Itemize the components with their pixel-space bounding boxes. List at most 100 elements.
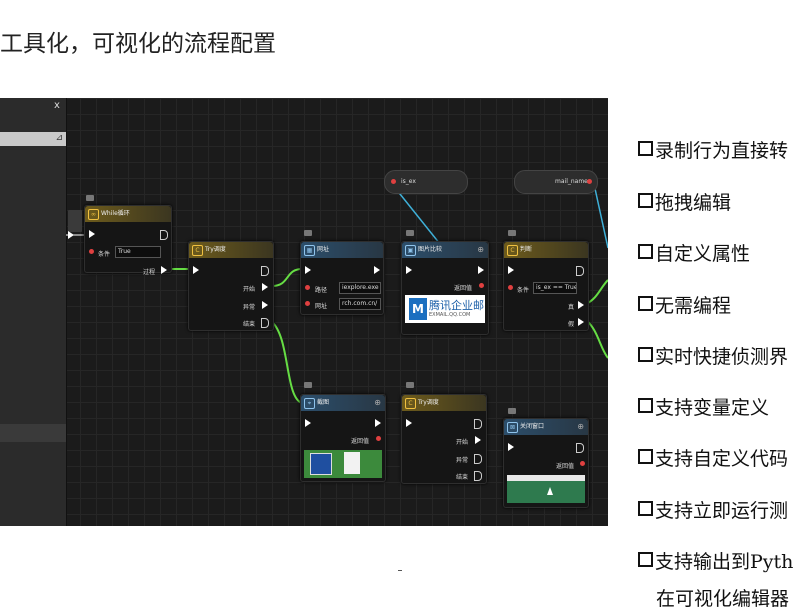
exec-in-pin[interactable] bbox=[406, 419, 412, 427]
var-mail-name-pin[interactable] bbox=[587, 179, 592, 184]
feature-item: 支持输出到Pyth bbox=[638, 547, 793, 574]
node-try-2[interactable]: C Try调度 开始 异常 结束 bbox=[401, 394, 487, 484]
capture-thumbnail bbox=[304, 450, 382, 478]
result-pin[interactable] bbox=[376, 436, 381, 441]
path-label: 路径 bbox=[315, 287, 328, 294]
start-pin[interactable] bbox=[262, 283, 268, 291]
end-label: 结束 bbox=[456, 474, 469, 481]
path-input[interactable]: iexplore.exe bbox=[339, 282, 381, 294]
try-icon: C bbox=[192, 245, 203, 256]
node-tag bbox=[406, 230, 414, 236]
thumbnail-sub: EXMAIL.QQ.COM bbox=[429, 312, 471, 318]
result-label: 返回值 bbox=[454, 285, 473, 292]
exec-out-pin[interactable] bbox=[261, 266, 269, 276]
node-while[interactable]: ∞ While循环 条件 True 过程 bbox=[84, 205, 172, 276]
url-input[interactable]: rch.com.cn/ bbox=[339, 298, 381, 310]
except-pin[interactable] bbox=[474, 454, 482, 464]
exec-out-pin[interactable] bbox=[375, 419, 381, 427]
feature-item: 自定义属性 bbox=[638, 239, 750, 266]
end-pin[interactable] bbox=[474, 471, 482, 481]
panel-search-bar[interactable]: ⊿ bbox=[0, 132, 66, 146]
panel-search-icon[interactable]: ⊿ bbox=[55, 133, 63, 143]
url-pin[interactable] bbox=[305, 301, 310, 306]
exec-out-pin[interactable] bbox=[374, 266, 380, 274]
exec-out-pin[interactable] bbox=[160, 230, 168, 240]
end-pin[interactable] bbox=[261, 318, 269, 328]
checkbox-icon bbox=[638, 449, 653, 464]
start-pin[interactable] bbox=[475, 436, 481, 444]
window-titlebar bbox=[507, 475, 585, 481]
result-label: 返回值 bbox=[556, 463, 575, 470]
exec-out-pin[interactable] bbox=[576, 266, 584, 276]
node-stub bbox=[68, 210, 82, 232]
close-thumbnail bbox=[507, 475, 585, 503]
node-try-1-title: Try调度 bbox=[205, 246, 226, 253]
exec-out-pin[interactable] bbox=[474, 419, 482, 429]
exec-in-pin[interactable] bbox=[508, 443, 514, 451]
settings-icon[interactable]: ⊕ bbox=[577, 422, 584, 431]
except-pin[interactable] bbox=[262, 301, 268, 309]
exec-in-pin[interactable] bbox=[508, 266, 514, 274]
exec-in-pin[interactable] bbox=[193, 266, 199, 274]
monitor-icon bbox=[310, 453, 332, 475]
entry-pin[interactable] bbox=[68, 231, 74, 239]
false-pin[interactable] bbox=[578, 318, 584, 326]
exec-in-pin[interactable] bbox=[406, 266, 412, 274]
settings-icon[interactable]: ⊕ bbox=[477, 245, 484, 254]
exec-in-pin[interactable] bbox=[89, 230, 95, 238]
result-pin[interactable] bbox=[479, 283, 484, 288]
node-web-title: 网址 bbox=[317, 246, 330, 253]
node-while-title: While循环 bbox=[101, 210, 130, 217]
true-pin[interactable] bbox=[578, 301, 584, 309]
panel-selected-row[interactable] bbox=[0, 424, 66, 442]
var-mail-name[interactable]: mail_name bbox=[514, 170, 598, 194]
node-capture-title: 截图 bbox=[317, 399, 330, 406]
process-label: 过程 bbox=[143, 269, 156, 276]
exec-out-pin[interactable] bbox=[478, 266, 484, 274]
node-close-window[interactable]: ⊠ 关闭窗口 ⊕ 返回值 bbox=[503, 418, 589, 508]
wire-try-capture bbox=[271, 321, 303, 404]
feature-item: 支持自定义代码 bbox=[638, 444, 788, 471]
branch-icon: C bbox=[507, 245, 518, 256]
result-pin[interactable] bbox=[580, 461, 585, 466]
flow-editor[interactable]: x ⊿ ∞ While循环 条件 True 过程 C Try调度 bbox=[0, 98, 608, 526]
node-tag bbox=[508, 230, 516, 236]
checkbox-icon bbox=[638, 347, 653, 362]
checkbox-icon bbox=[638, 141, 653, 156]
checkbox-icon bbox=[638, 296, 653, 311]
node-tag bbox=[406, 382, 414, 388]
var-is-ex[interactable]: is_ex bbox=[384, 170, 468, 194]
node-web[interactable]: ▦ 网址 路径 iexplore.exe 网址 rch.com.cn/ bbox=[300, 241, 384, 315]
cond-value-input[interactable]: True bbox=[115, 246, 161, 258]
cond-pin[interactable] bbox=[508, 285, 513, 290]
var-is-ex-label: is_ex bbox=[401, 178, 416, 185]
wire-mail-judge bbox=[593, 183, 608, 249]
node-tag bbox=[304, 382, 312, 388]
node-judge[interactable]: C 判断 条件 is_ex == True 真 假 bbox=[503, 241, 589, 331]
exec-in-pin[interactable] bbox=[305, 266, 311, 274]
feature-item: 录制行为直接转 bbox=[638, 136, 788, 163]
side-panel: x ⊿ bbox=[0, 98, 67, 526]
path-pin[interactable] bbox=[305, 285, 310, 290]
exec-out-pin[interactable] bbox=[576, 443, 584, 453]
node-tag bbox=[86, 195, 94, 201]
node-tag bbox=[508, 408, 516, 414]
cond-value-input[interactable]: is_ex == True bbox=[533, 282, 577, 294]
url-label: 网址 bbox=[315, 303, 328, 310]
exec-in-pin[interactable] bbox=[305, 419, 311, 427]
checkbox-icon bbox=[638, 193, 653, 208]
node-try-1[interactable]: C Try调度 开始 异常 结束 bbox=[188, 241, 274, 331]
node-image-compare[interactable]: ▣ 图片比较 ⊕ 返回值 M 腾讯企业邮 EXMAIL.QQ.COM bbox=[401, 241, 489, 335]
slide-title: 工具化，可视化的流程配置 bbox=[0, 31, 276, 57]
cond-pin[interactable] bbox=[89, 249, 94, 254]
panel-close-icon[interactable]: x bbox=[54, 100, 60, 111]
start-label: 开始 bbox=[243, 286, 256, 293]
close-window-icon: ⊠ bbox=[507, 422, 518, 433]
node-capture[interactable]: ⌖ 截图 ⊕ 返回值 bbox=[300, 394, 386, 482]
except-label: 异常 bbox=[456, 457, 469, 464]
checkbox-icon bbox=[638, 244, 653, 259]
image-thumbnail: M 腾讯企业邮 EXMAIL.QQ.COM bbox=[405, 295, 485, 323]
process-pin[interactable] bbox=[161, 266, 167, 274]
var-is-ex-pin[interactable] bbox=[391, 179, 396, 184]
settings-icon[interactable]: ⊕ bbox=[374, 398, 381, 407]
